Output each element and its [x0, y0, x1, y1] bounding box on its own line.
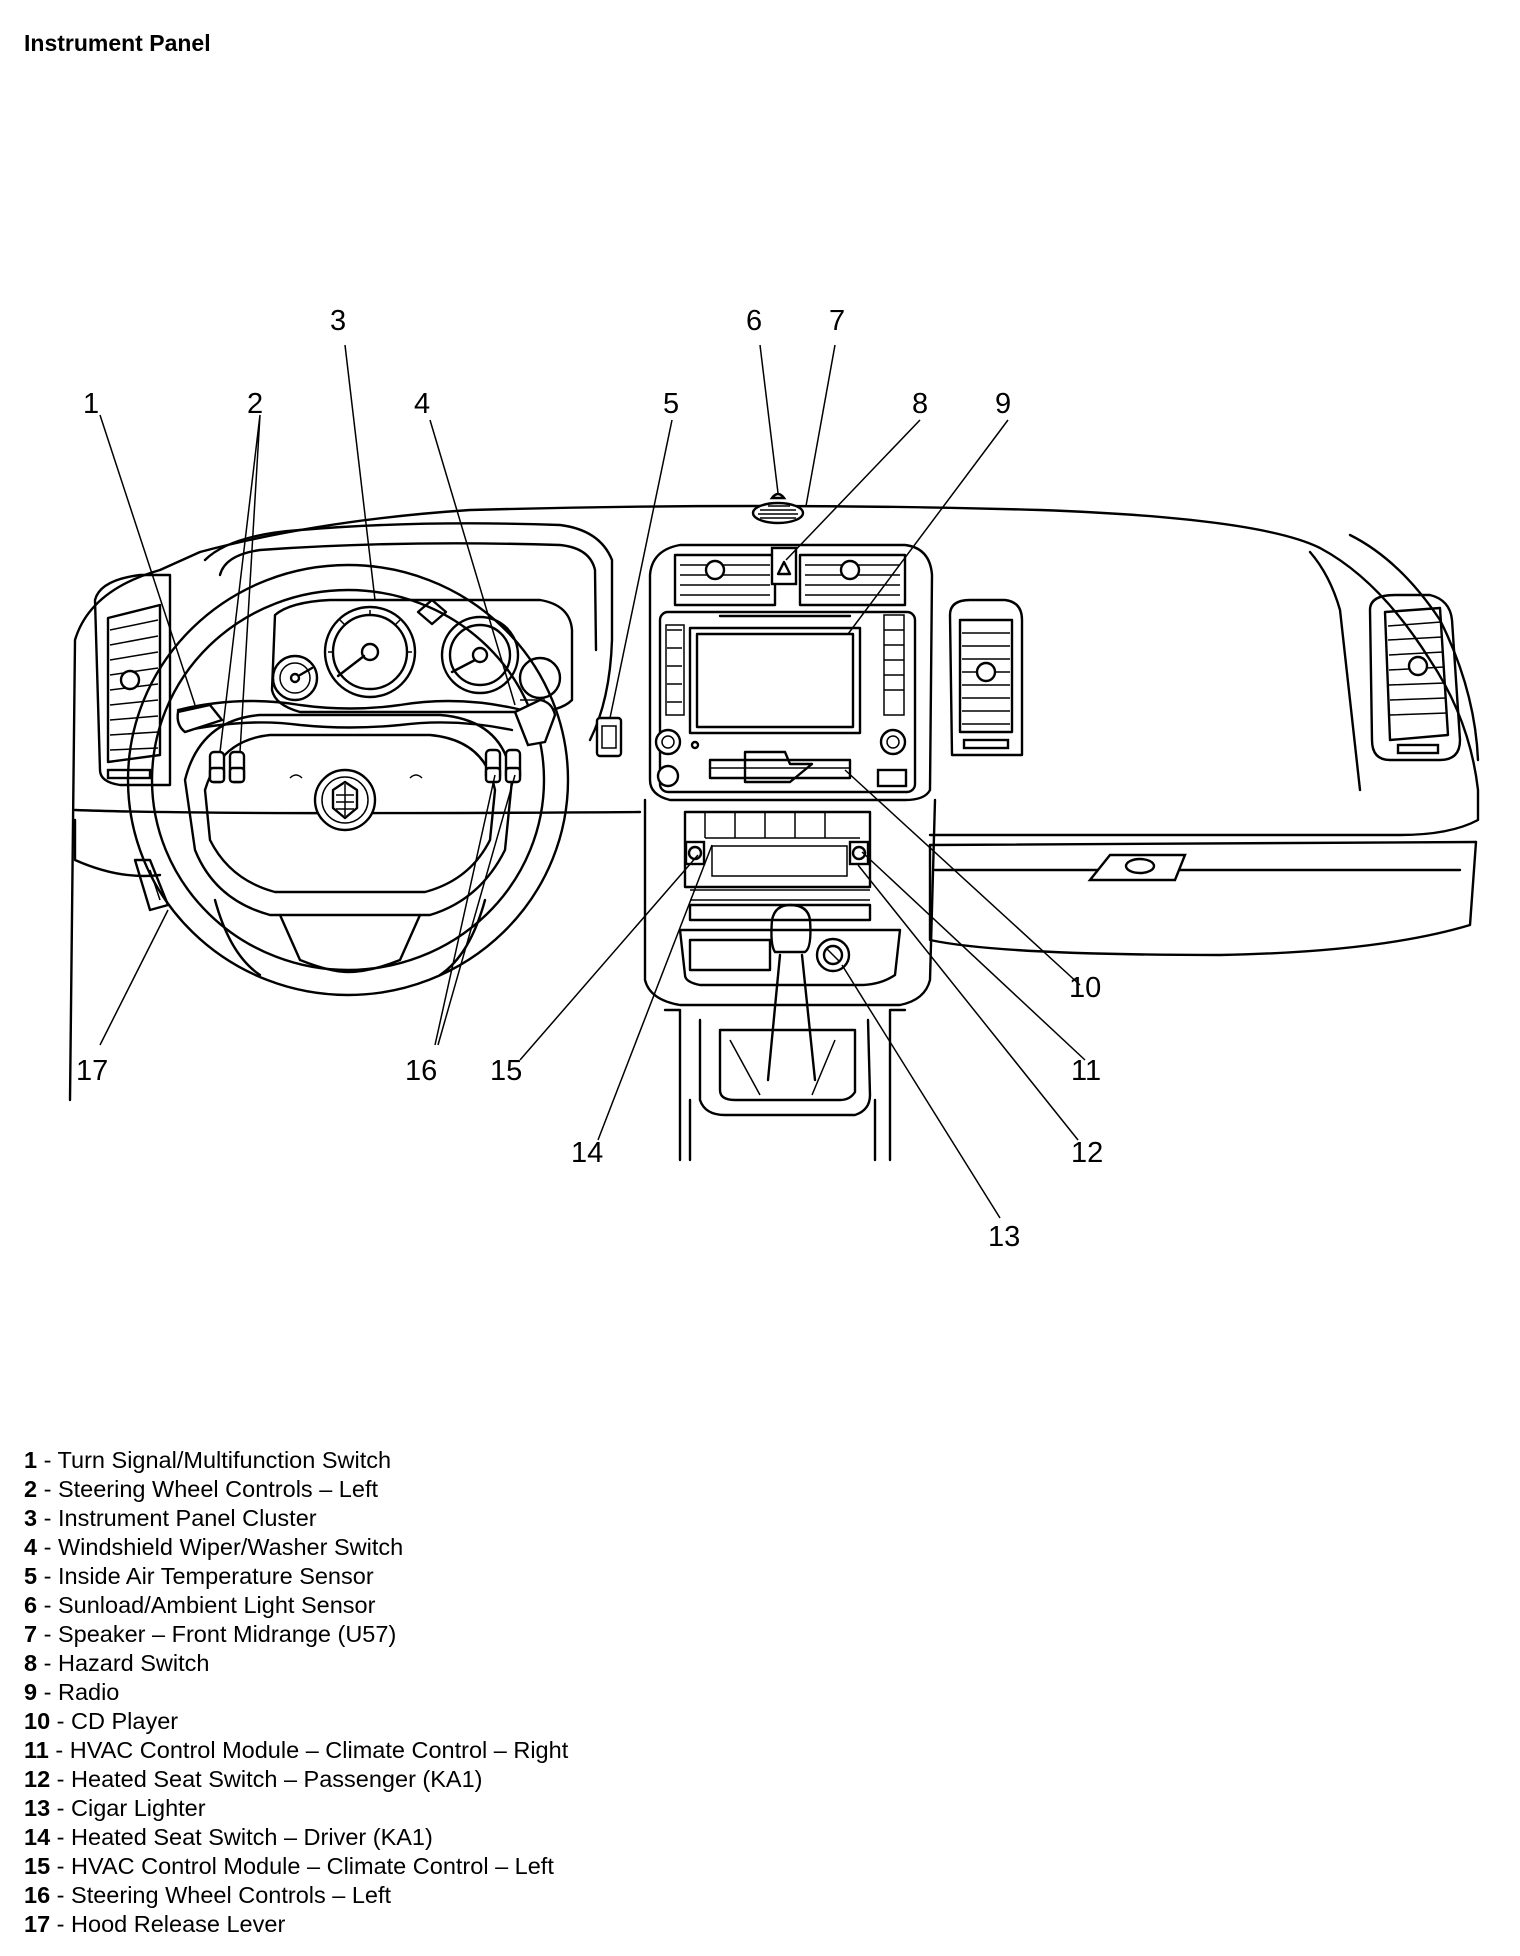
steering-wheel — [126, 563, 570, 997]
instrument-panel-diagram: 1 2 3 4 5 6 7 8 9 10 11 12 13 14 15 16 1… — [68, 305, 1480, 1253]
leader-lines — [99, 344, 1086, 1219]
callout-11: 11 — [1071, 1055, 1101, 1087]
callout-12: 12 — [1071, 1137, 1103, 1169]
legend-item: 1 - Turn Signal/Multifunction Switch — [24, 1447, 392, 1473]
callout-10: 10 — [1069, 972, 1101, 1004]
legend-item: 14 - Heated Seat Switch – Driver (KA1) — [24, 1824, 433, 1850]
left-air-vent — [93, 573, 172, 787]
callout-1: 1 — [83, 388, 99, 420]
legend-item: 6 - Sunload/Ambient Light Sensor — [24, 1592, 376, 1618]
callout-5: 5 — [663, 388, 679, 420]
center-right-air-vent — [948, 598, 1024, 757]
callout-4: 4 — [414, 388, 430, 420]
legend-item: 5 - Inside Air Temperature Sensor — [24, 1563, 374, 1589]
inside-air-temperature-sensor — [595, 716, 623, 758]
callout-2: 2 — [247, 388, 263, 420]
legend-item: 3 - Instrument Panel Cluster — [24, 1505, 317, 1531]
right-air-vent — [1368, 593, 1462, 762]
legend-item: 11 - HVAC Control Module – Climate Contr… — [24, 1737, 569, 1763]
center-stack — [643, 543, 937, 1162]
legend-item: 8 - Hazard Switch — [24, 1650, 210, 1676]
dashboard-outline — [68, 504, 1480, 1102]
legend-item: 12 - Heated Seat Switch – Passenger (KA1… — [24, 1766, 483, 1792]
legend-list: 1 - Turn Signal/Multifunction Switch 2 -… — [24, 1446, 568, 1939]
dash-top-sensors — [751, 492, 805, 525]
instrument-cluster — [270, 598, 574, 714]
legend-item: 4 - Windshield Wiper/Washer Switch — [24, 1534, 404, 1560]
legend-item: 17 - Hood Release Lever — [24, 1911, 286, 1937]
callout-7: 7 — [829, 305, 845, 337]
legend-item: 16 - Steering Wheel Controls – Left — [24, 1882, 392, 1908]
callout-16: 16 — [405, 1055, 437, 1087]
callout-8: 8 — [912, 388, 928, 420]
callout-3: 3 — [330, 305, 346, 337]
callout-15: 15 — [490, 1055, 522, 1087]
legend-item: 7 - Speaker – Front Midrange (U57) — [24, 1621, 397, 1647]
callout-14: 14 — [571, 1137, 603, 1169]
legend-item: 13 - Cigar Lighter — [24, 1795, 206, 1821]
legend-item: 10 - CD Player — [24, 1708, 179, 1734]
legend-item: 15 - HVAC Control Module – Climate Contr… — [24, 1853, 554, 1879]
callout-17: 17 — [76, 1055, 108, 1087]
legend-item: 9 - Radio — [24, 1679, 120, 1705]
page-title: Instrument Panel — [24, 30, 211, 56]
legend-item: 2 - Steering Wheel Controls – Left — [24, 1476, 378, 1502]
callout-13: 13 — [988, 1221, 1020, 1253]
callout-9: 9 — [995, 388, 1011, 420]
callout-numbers: 1 2 3 4 5 6 7 8 9 10 11 12 13 14 15 16 1… — [76, 305, 1103, 1253]
callout-6: 6 — [746, 305, 762, 337]
